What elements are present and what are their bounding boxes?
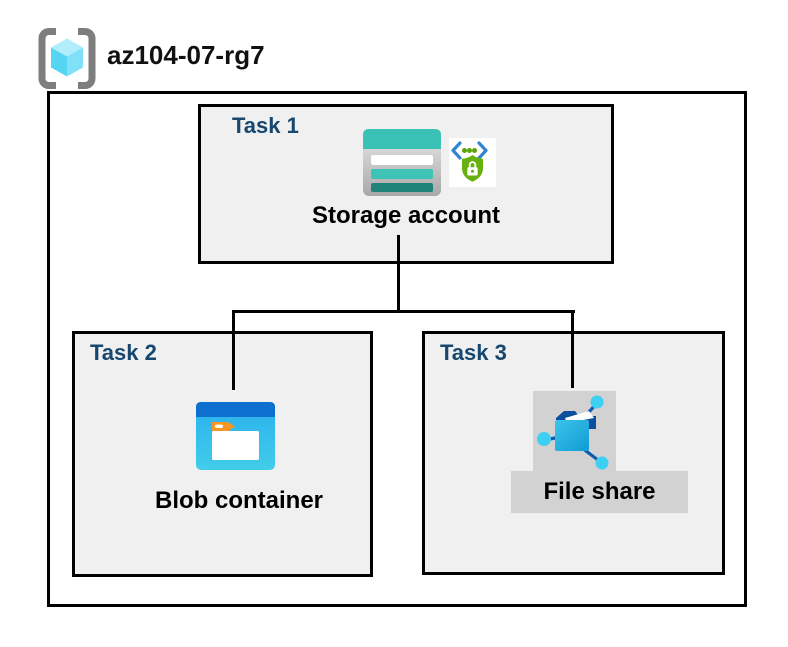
connector-storage-down [397,235,400,313]
task-1-label: Task 1 [232,113,299,138]
file-share-icon [533,391,616,471]
connector-horizontal [232,310,575,313]
file-share-highlight: File share [511,471,688,513]
connector-to-file-share [571,310,574,388]
resource-group-name: az104-07-rg7 [107,40,265,70]
connector-to-blob-container [232,310,235,390]
blob-container-label: Blob container [154,487,324,514]
secure-access-icon [449,138,496,187]
file-share-label: File share [543,478,656,505]
task-1-box: Task 1 [198,104,614,264]
blob-container-icon [196,402,275,470]
task-2-label: Task 2 [90,340,157,365]
resource-group-icon [38,27,96,90]
storage-account-label: Storage account [311,202,501,229]
task-3-box: Task 3 File share [422,331,725,575]
storage-account-icon [363,129,441,196]
task-2-box: Task 2 Blob container [72,331,373,577]
task-3-label: Task 3 [440,340,507,365]
